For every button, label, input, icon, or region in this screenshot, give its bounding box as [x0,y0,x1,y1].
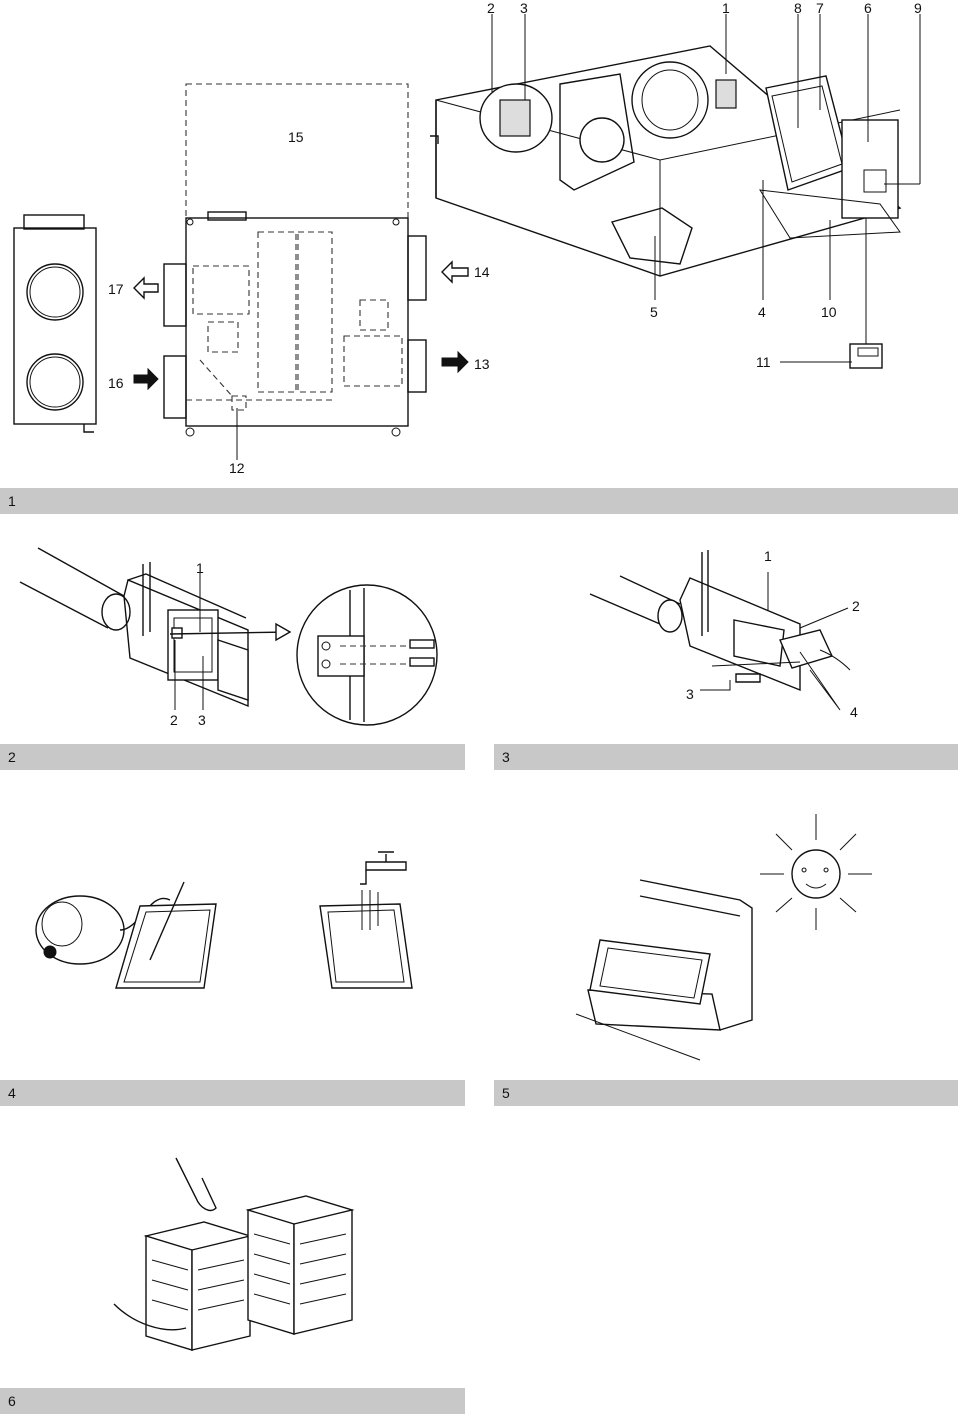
unit-side-view [13,214,97,433]
callout-label: 11 [756,354,771,370]
callout-label: 9 [914,0,922,16]
callout-label: 13 [474,356,490,372]
callout-label: 4 [758,304,766,320]
callout-label: 1 [722,0,730,16]
callout-label: 5 [650,304,658,320]
water-tap-icon [360,851,407,885]
figure6-drawing [113,1157,355,1351]
callout-label: 1 [764,548,772,564]
section-bar-5: 5 [494,1080,958,1106]
callout-label: 3 [520,0,528,16]
callout-label: 1 [196,560,204,576]
section-bar-6: 6 [0,1388,465,1414]
callout-label: 8 [794,0,802,16]
figure3-drawing [589,550,851,711]
callout-label: 12 [229,460,245,476]
callout-label: 4 [850,704,858,720]
section-bar-1: 1 [0,488,958,514]
airflow-arrows [133,260,469,391]
callout-label: 16 [108,375,124,391]
sun-icon [760,814,872,930]
vacuum-cleaner-icon [35,895,171,965]
hand-icon [113,1157,217,1331]
section-number: 2 [8,749,16,765]
callout-label: 2 [852,598,860,614]
callout-label: 6 [864,0,872,16]
section-bar-4: 4 [0,1080,465,1106]
section-number: 5 [502,1085,510,1101]
callout-label: 2 [487,0,495,16]
callout-label: 14 [474,264,490,280]
section-bar-3: 3 [494,744,958,770]
callout-label: 7 [816,0,824,16]
figure1-leaders [236,14,921,460]
unit-isometric-view [430,45,902,369]
callout-label: 17 [108,281,124,297]
unit-front-view [163,83,427,437]
section-bar-2: 2 [0,744,465,770]
callout-label: 3 [686,686,694,702]
section-number: 1 [8,493,16,509]
figure5-drawing [575,814,872,1061]
callout-label: 3 [198,712,206,728]
section-number: 3 [502,749,510,765]
callout-label: 15 [288,129,304,145]
section-number: 6 [8,1393,16,1409]
callout-label: 10 [821,304,837,320]
callout-label: 2 [170,712,178,728]
figure4-drawing [35,851,413,989]
section-number: 4 [8,1085,16,1101]
figure2-drawing [19,547,438,726]
